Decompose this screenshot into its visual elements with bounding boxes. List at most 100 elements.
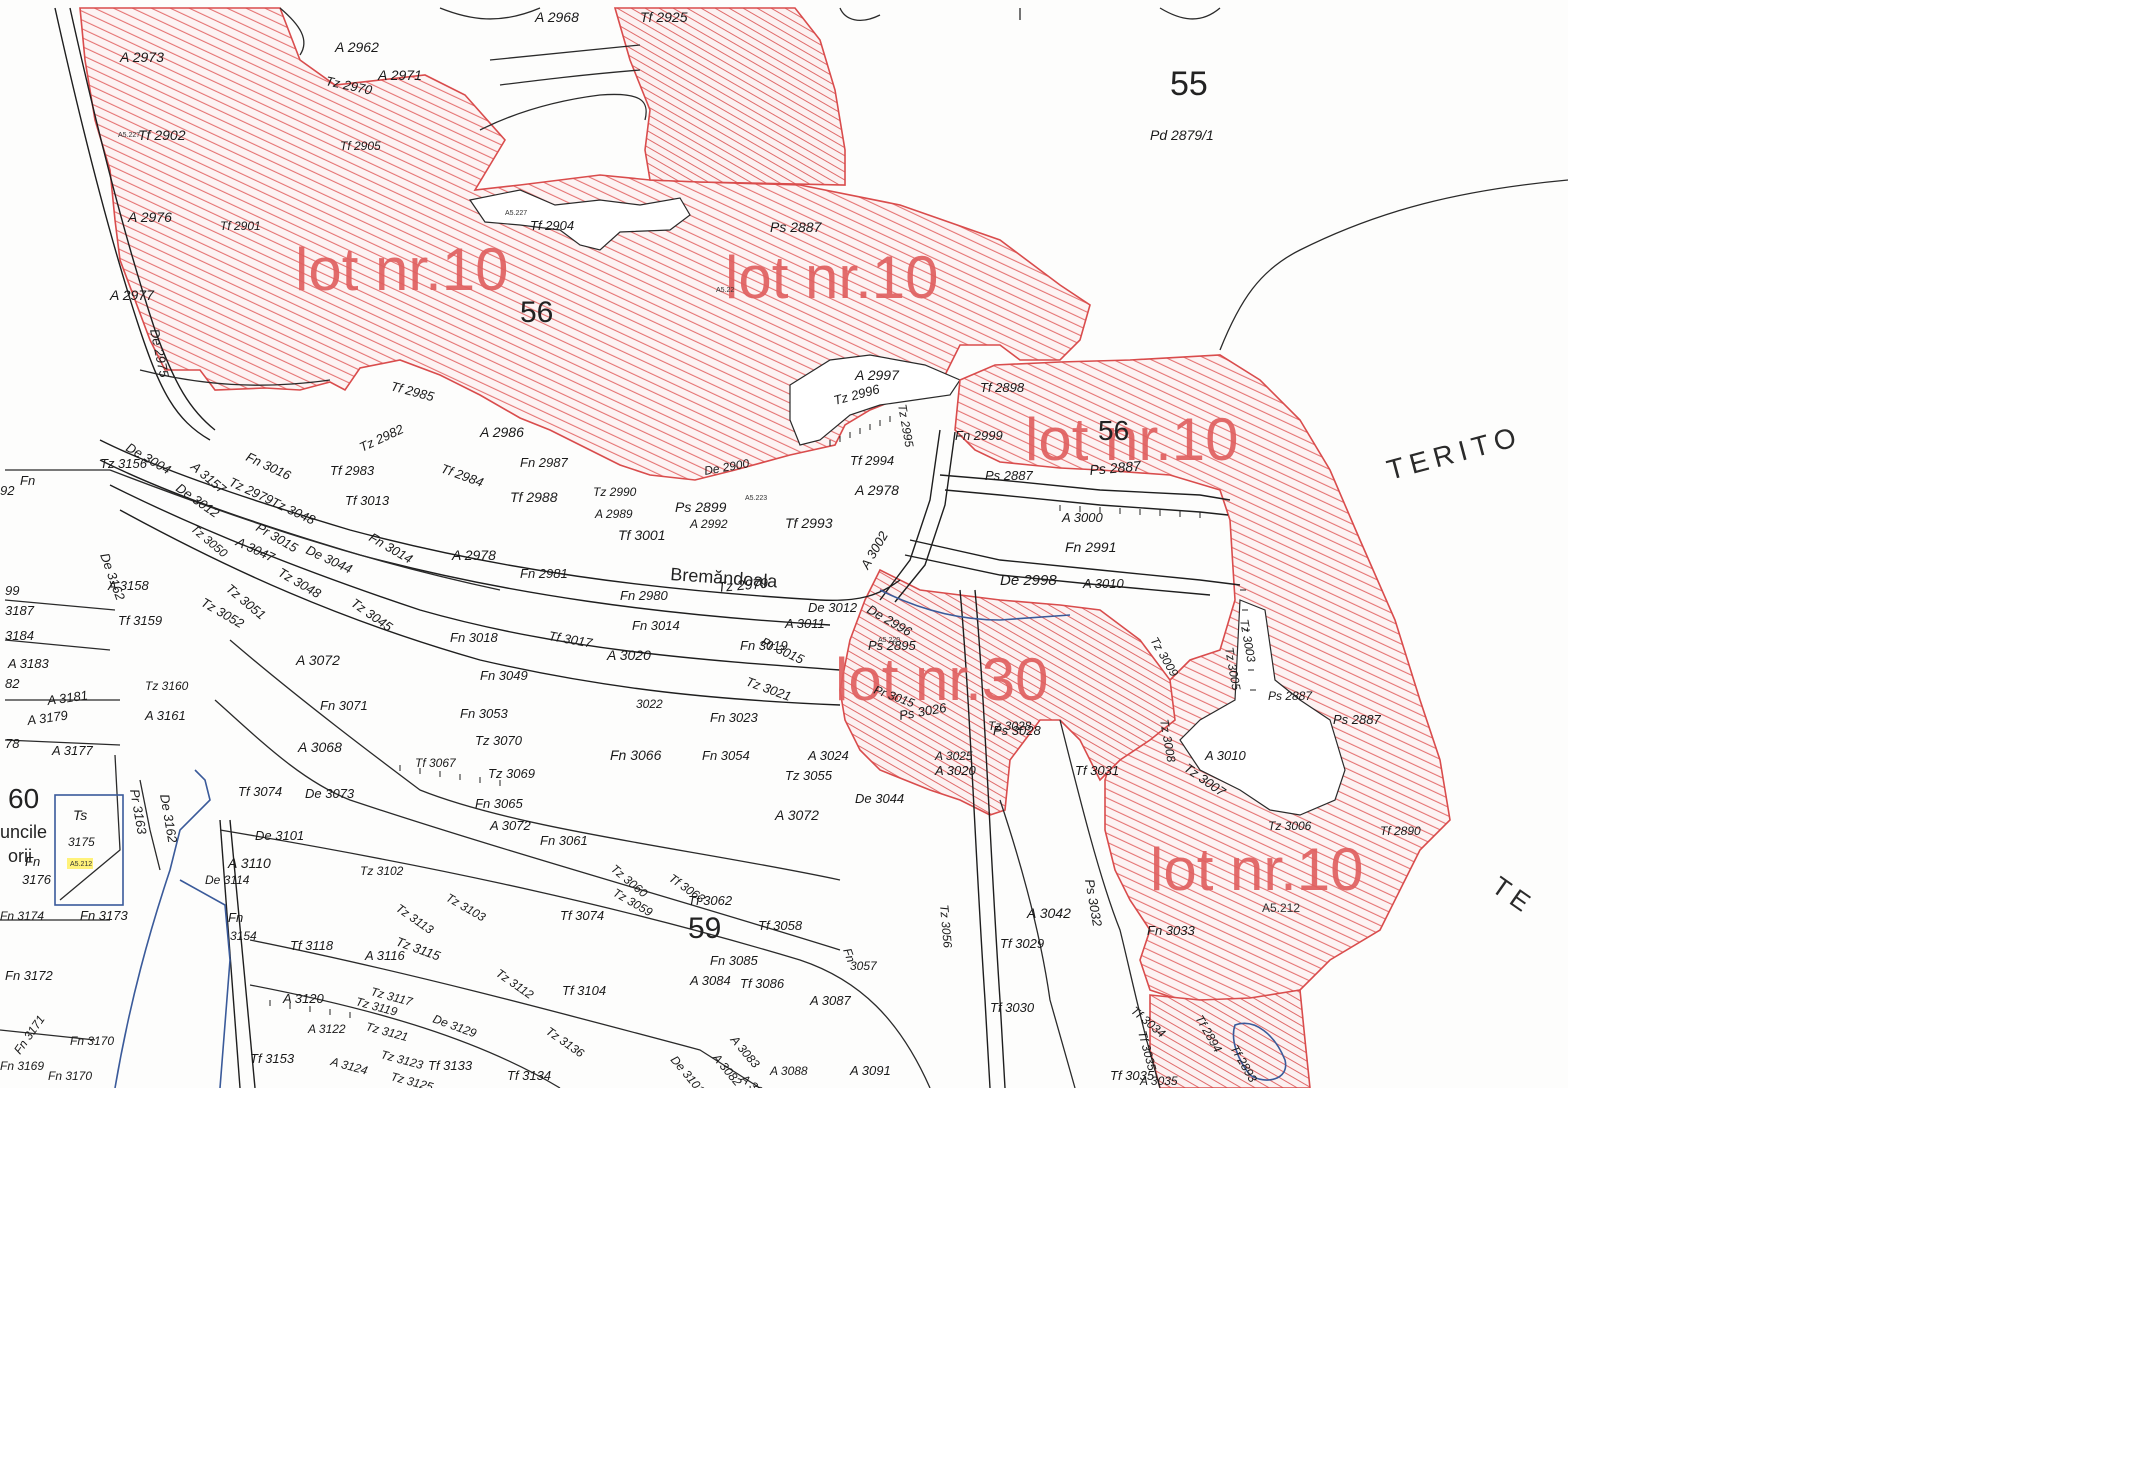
parcel-label: Tz 3050 <box>188 522 230 561</box>
code-label: A5.220 <box>878 637 900 644</box>
parcel-label: Tz 3123 <box>379 1047 425 1072</box>
parcel-label: A 3161 <box>144 708 186 723</box>
margin-label: Fn <box>20 473 35 488</box>
parcel-label: Fn 3173 <box>80 908 128 923</box>
parcel-label: Tz 3048 <box>269 494 319 528</box>
parcel-label: A 3088 <box>769 1064 808 1078</box>
parcel-label: A 2992 <box>689 517 728 531</box>
parcel-label: Fn 3172 <box>5 968 53 983</box>
lot-label-4: lot nr.30 <box>835 646 1049 713</box>
parcel-label: Fn 3065 <box>475 796 523 811</box>
island-a2997 <box>789 354 961 446</box>
parcel-label: Tf 2985 <box>389 378 436 404</box>
parcel-label: A 3120 <box>282 991 324 1006</box>
parcel-label: Tf 3159 <box>118 613 162 628</box>
code-label: A5.223 <box>745 495 767 502</box>
parcel-label: Ps 2887 <box>1089 457 1143 478</box>
parcel-label: Tf 3086 <box>740 976 785 991</box>
parcel-label: Tz 3113 <box>393 901 436 937</box>
margin-label: 82 <box>5 676 20 691</box>
parcel-label: A 3002 <box>857 528 891 572</box>
parcel-label: Ps 3032 <box>1082 878 1105 928</box>
parcel-label: Tf 3035 <box>1110 1068 1155 1083</box>
parcel-label: Fn 3066 <box>610 747 662 763</box>
margin-label: 99 <box>5 583 19 598</box>
parcel-label: Tf 3118 <box>290 938 334 953</box>
parcel-label: Tf 2994 <box>850 453 894 468</box>
parcel-label: A 3110 <box>227 855 271 871</box>
code-label: A5.212 <box>70 861 92 868</box>
parcel-label: A 2962 <box>334 39 379 55</box>
section-number: 59 <box>688 912 721 945</box>
parcel-label: Fn 3174 <box>0 909 44 923</box>
parcel-label: Fn <box>840 946 858 964</box>
parcel-label: Tf 2988 <box>510 489 558 505</box>
lot-label-5: lot nr.10 <box>1150 836 1364 903</box>
parcel-label: Ps 3028 <box>993 723 1041 738</box>
parcel-label: Tf 3058 <box>758 918 803 933</box>
parcel-label: Tz 3056 <box>937 904 955 949</box>
parcel-label: Ps 2887 <box>1333 712 1381 727</box>
code-labels: A5.227A5.223A5.227A5.212A5.212A5.220A5.2… <box>67 132 1300 915</box>
parcel-label: Tf 2904 <box>530 218 574 233</box>
parcel-label: Ps 2887 <box>770 219 823 235</box>
parcel-label: A 3116 <box>364 948 406 963</box>
parcel-label: A 3072 <box>774 807 819 823</box>
lot-labels: lot nr.10 lot nr.10 lot nr.10 lot nr.30 … <box>295 236 1364 903</box>
parcel-label: A 3000 <box>1061 510 1103 525</box>
parcel-label: A 3024 <box>807 748 849 763</box>
parcel-label: Tf 2905 <box>340 139 381 153</box>
parcel-label: Tf 3074 <box>238 784 282 799</box>
parcel-label: A 2978 <box>451 547 496 563</box>
parcel-label: A 3072 <box>295 652 340 668</box>
parcel-label: A 3010 <box>1204 748 1246 763</box>
parcel-label: De 3101 <box>255 828 304 843</box>
boundary-blue-2 <box>179 879 231 1088</box>
parcel-label: A 3091 <box>849 1063 891 1078</box>
parcel-label: Fn 3014 <box>632 618 680 633</box>
parcel-label: Fn <box>228 910 243 925</box>
parcel-label: Tf 3017 <box>547 628 594 651</box>
lot-label-1: lot nr.10 <box>295 236 509 303</box>
parcel-label: A 2997 <box>854 367 900 383</box>
parcel-label: Tf 2901 <box>220 219 261 233</box>
parcel-label: Tf 3104 <box>562 983 606 998</box>
lot-label-3: lot nr.10 <box>1025 406 1239 473</box>
margin-label: A 3183 <box>7 656 49 671</box>
parcel-label: Tz 3112 <box>493 966 536 1002</box>
parcel-label: Tz 3102 <box>360 864 404 878</box>
parcel-label: A 2971 <box>377 67 422 83</box>
parcel-label: De 3129 <box>431 1012 479 1041</box>
parcel-label: Fn 2981 <box>520 566 568 581</box>
parcel-label: Pd 2879/1 <box>1150 127 1214 143</box>
boundary-blue-1 <box>114 769 211 1088</box>
margin-label: A 3181 <box>45 687 88 708</box>
parcel-label: Fn 3085 <box>710 953 758 968</box>
parcel-label: 3022 <box>636 697 663 711</box>
island-a3010 <box>1179 599 1346 816</box>
territory-label: TE <box>1487 870 1541 921</box>
parcel-label: Tf 2925 <box>640 9 688 25</box>
parcel-label: De 3162 <box>97 551 128 603</box>
parcel-label: Tf 3013 <box>345 493 390 508</box>
parcel-label: 3154 <box>230 929 257 943</box>
parcel-label: A 2986 <box>479 424 524 440</box>
parcel-label: A 3122 <box>307 1022 346 1036</box>
parcel-label: Ps 2899 <box>675 499 727 515</box>
parcel-label: Fn 3014 <box>367 530 416 567</box>
lot-label-2: lot nr.10 <box>725 244 939 311</box>
parcel-label: Tz 2990 <box>593 485 637 499</box>
parcel-label: De 3101 <box>668 1053 708 1088</box>
parcel-label: Fn <box>25 854 40 869</box>
parcel-label: A 3084 <box>689 973 731 988</box>
margin-label: 3187 <box>5 603 35 618</box>
parcel-label: A 3020 <box>606 647 651 663</box>
parcel-label: Tf 3062 <box>688 893 733 908</box>
parcel-label: Fn 3049 <box>480 668 528 683</box>
parcel-label: Fn 2999 <box>955 428 1003 443</box>
parcel-label: A 3011 <box>784 616 825 631</box>
parcel-label: De 3044 <box>855 791 904 806</box>
parcel-label: Tz 2979 <box>227 474 276 507</box>
margin-label: A 3179 <box>25 707 68 728</box>
parcel-label: De 3073 <box>305 786 355 801</box>
